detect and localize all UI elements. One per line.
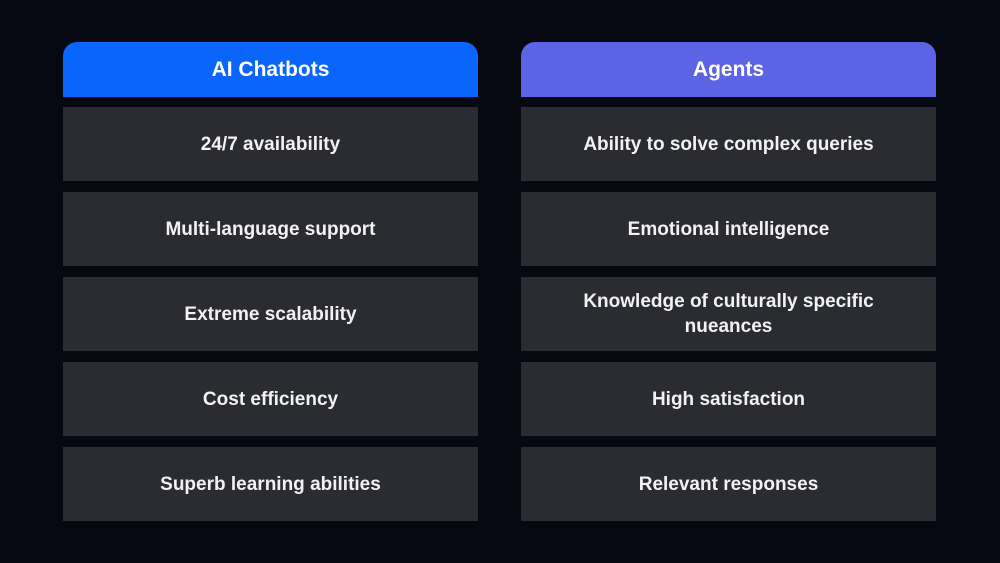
- list-item: Extreme scalability: [63, 277, 478, 351]
- agents-column: Agents Ability to solve complex queries …: [521, 42, 936, 521]
- list-item: Multi-language support: [63, 192, 478, 266]
- column-header: Agents: [521, 42, 936, 97]
- list-item: 24/7 availability: [63, 107, 478, 181]
- ai-chatbots-column: AI Chatbots 24/7 availability Multi-lang…: [63, 42, 478, 521]
- list-item: High satisfaction: [521, 362, 936, 436]
- list-item: Ability to solve complex queries: [521, 107, 936, 181]
- list-item: Knowledge of culturally specific nueance…: [521, 277, 936, 351]
- list-item: Relevant responses: [521, 447, 936, 521]
- list-item: Superb learning abilities: [63, 447, 478, 521]
- column-header: AI Chatbots: [63, 42, 478, 97]
- list-item: Cost efficiency: [63, 362, 478, 436]
- list-item: Emotional intelligence: [521, 192, 936, 266]
